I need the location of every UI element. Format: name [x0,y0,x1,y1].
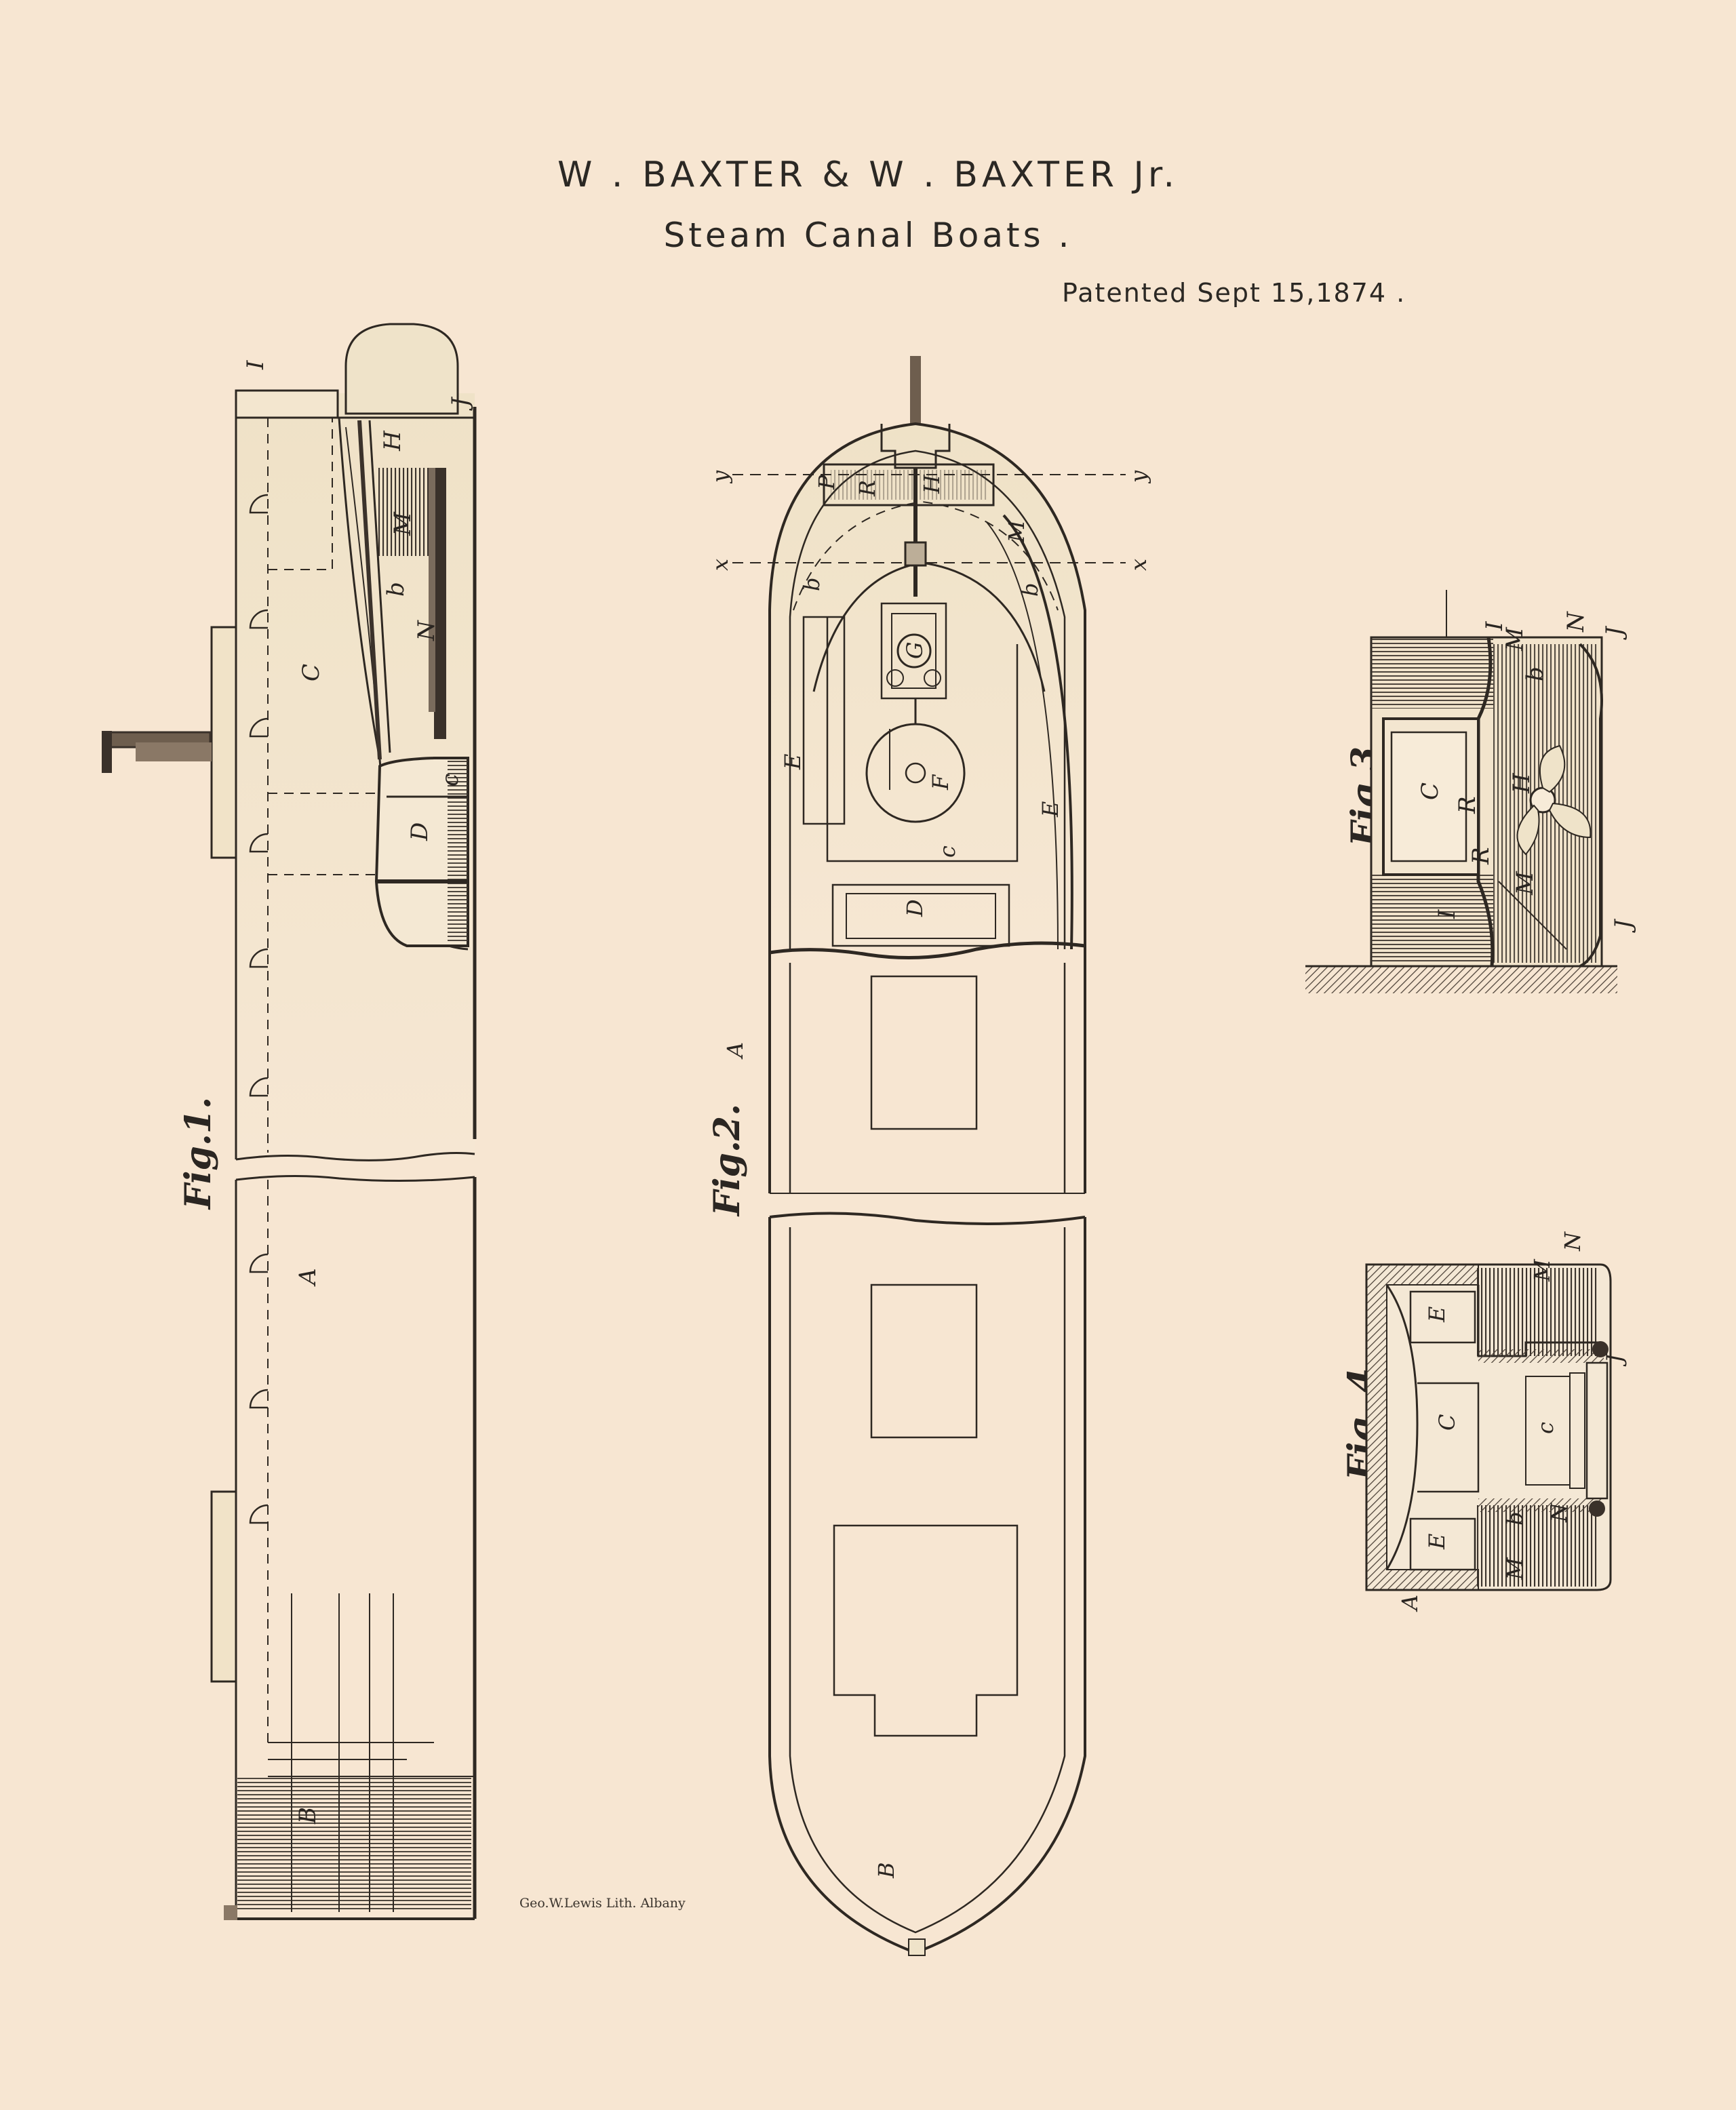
fig2-letter-y-left: y [707,470,733,484]
fig4-letter-E-bottom: E [1424,1534,1450,1550]
fig1-side-elevation: I J H M b N C c D A B [102,323,477,1920]
fig2-plan-view: y y x x P R H b M b G E F E c D A B [707,356,1151,1956]
fig1-letter-D: D [406,822,433,841]
fig1-letter-I: I [242,360,269,370]
fig2-letter-c: c [934,845,960,858]
fig4-letter-M-bottom: M [1502,1557,1528,1580]
fig3-stern-section: I M N J b C R H R I M J [1305,590,1637,993]
fig4-letter-b: b [1502,1512,1528,1526]
fig2-letter-E-right: E [1038,801,1063,818]
fig3-letter-M-top: M [1501,626,1528,652]
lithographer-credit: Geo.W.Lewis Lith. Albany [519,1896,686,1911]
fig2-letter-E-left: E [780,754,806,770]
fig3-letter-C: C [1417,782,1444,800]
fig1-letter-C: C [298,664,325,681]
fig4-cross-section: N E M J C c E b N M A [1365,1231,1628,1612]
fig4-letter-E-top: E [1424,1307,1450,1323]
fig2-letter-b-right: b [1017,583,1043,597]
fig3-letter-b: b [1522,666,1549,681]
fig3-letter-H: H [1508,772,1535,794]
fig2-letter-x-right: x [1126,559,1151,571]
fig4-letter-N-bottom: N [1546,1502,1572,1523]
fig2-letter-y-right: y [1126,470,1151,484]
fig2-letter-M: M [1004,519,1029,543]
fig4-letter-A: A [1397,1595,1423,1612]
fig1-letter-M: M [389,511,416,536]
fig2-letter-A: A [722,1042,748,1060]
fig2-letter-D: D [902,899,928,917]
patent-subtitle: Steam Canal Boats . [663,216,1073,255]
fig3-letter-R-upper: R [1454,796,1481,814]
fig1-letter-c: c [437,774,464,787]
fig4-letter-c: c [1533,1422,1558,1434]
fig3-letter-I-bottom: I [1434,909,1461,919]
fig1-letter-b: b [382,582,410,597]
fig2-letter-F: F [928,774,953,791]
patent-title: W . BAXTER & W . BAXTER Jr. [557,155,1179,195]
fig4-letter-M-top: M [1529,1258,1555,1282]
fig2-letter-H: H [919,474,945,494]
fig2-letter-x-left: x [707,559,733,571]
fig3-letter-M-bottom: M [1512,871,1539,896]
fig2-letter-R: R [854,480,880,497]
fig1-letter-B: B [294,1807,321,1825]
fig1-letter-H: H [379,430,406,452]
fig2-letter-P: P [814,475,840,490]
fig3-letter-J-top: J [1601,625,1628,640]
fig2-letter-G: G [902,641,928,659]
fig4-letter-C: C [1434,1414,1460,1431]
fig3-letter-I-top: I [1481,621,1508,631]
fig3-letter-R-lower: R [1467,847,1495,865]
fig1-letter-N: N [413,620,440,641]
fig2-letter-b-left: b [799,578,825,591]
fig3-letter-N: N [1562,611,1590,633]
fig4-letter-N-top: N [1560,1231,1585,1252]
fig2-letter-B: B [873,1862,899,1879]
fig1-letter-A: A [294,1268,321,1287]
fig1-letter-J: J [447,396,474,411]
fig3-letter-J-bottom: J [1610,918,1637,933]
fig4-letter-J: J [1602,1353,1628,1367]
patent-date: Patented Sept 15,1874 . [1062,278,1406,308]
